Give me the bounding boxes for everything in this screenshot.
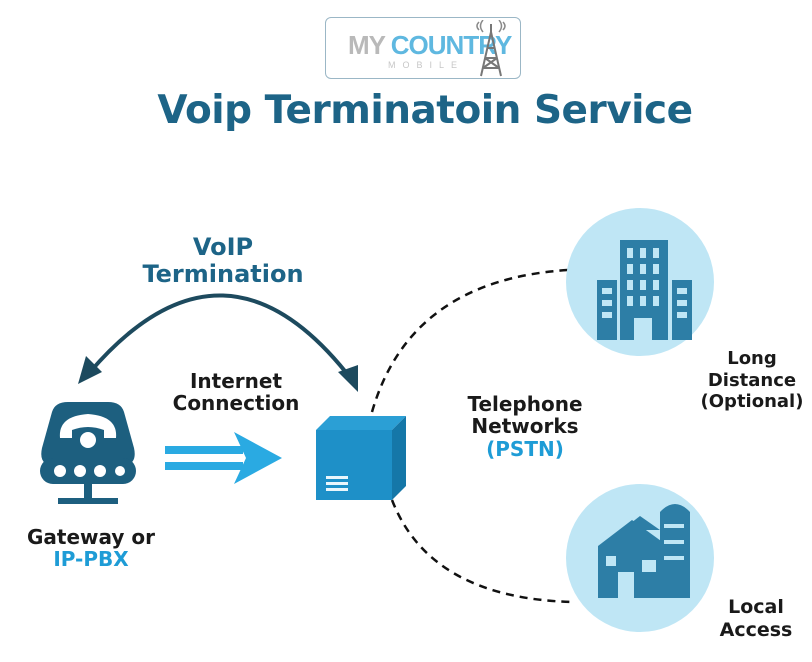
internet-label-line2: Connection: [172, 391, 300, 416]
arrow-right-icon: [165, 432, 282, 484]
dashed-link-to-long-distance: [370, 268, 569, 413]
telephone-label-line2: Networks: [471, 414, 579, 439]
gateway-phone-icon: [40, 402, 136, 504]
local-label-line1: Local: [728, 596, 784, 618]
long-distance-label: Long Distance (Optional): [692, 348, 812, 413]
logo-brand-main-text: MY COUNTRY: [348, 30, 512, 60]
office-building-icon: [597, 240, 692, 340]
telephone-label-line1: Telephone: [467, 392, 583, 416]
gateway-label-line1: Gateway or: [27, 525, 155, 549]
logo-brand-main: MY COUNTRY: [348, 30, 512, 61]
local-access-label: Local Access: [700, 596, 812, 642]
page-title: Voip Terminatoin Service: [157, 88, 693, 133]
telephone-networks-label: Telephone Networks (PSTN): [445, 392, 605, 461]
ippbx-label: IP-PBX: [53, 547, 129, 572]
voip-termination-curved-arrow: [88, 293, 354, 382]
internet-connection-label: Internet Connection: [148, 370, 324, 415]
long-label-line3: (Optional): [700, 391, 804, 413]
logo-brand-sub: MOBILE: [388, 60, 465, 70]
local-label-line2: Access: [719, 618, 793, 641]
curved-arrow-head-right: [338, 365, 358, 392]
pstn-label: (PSTN): [486, 436, 564, 461]
long-label-line2: Distance: [707, 369, 797, 391]
long-label-line1: Long: [727, 348, 777, 369]
logo: MY COUNTRY MOBILE: [325, 17, 521, 79]
dashed-link-to-local-access: [390, 499, 573, 604]
voip-termination-label: VoIP Termination: [128, 234, 318, 288]
voip-label-line2: Termination: [142, 259, 304, 288]
logo-tower-icon: [476, 20, 506, 77]
server-box-icon: [316, 416, 406, 500]
gateway-label: Gateway or IP-PBX: [6, 526, 176, 571]
curved-arrow-head-left: [78, 356, 102, 384]
voip-label-line1: VoIP: [192, 233, 254, 261]
house-icon: [598, 504, 690, 598]
internet-label-line1: Internet: [189, 369, 283, 393]
